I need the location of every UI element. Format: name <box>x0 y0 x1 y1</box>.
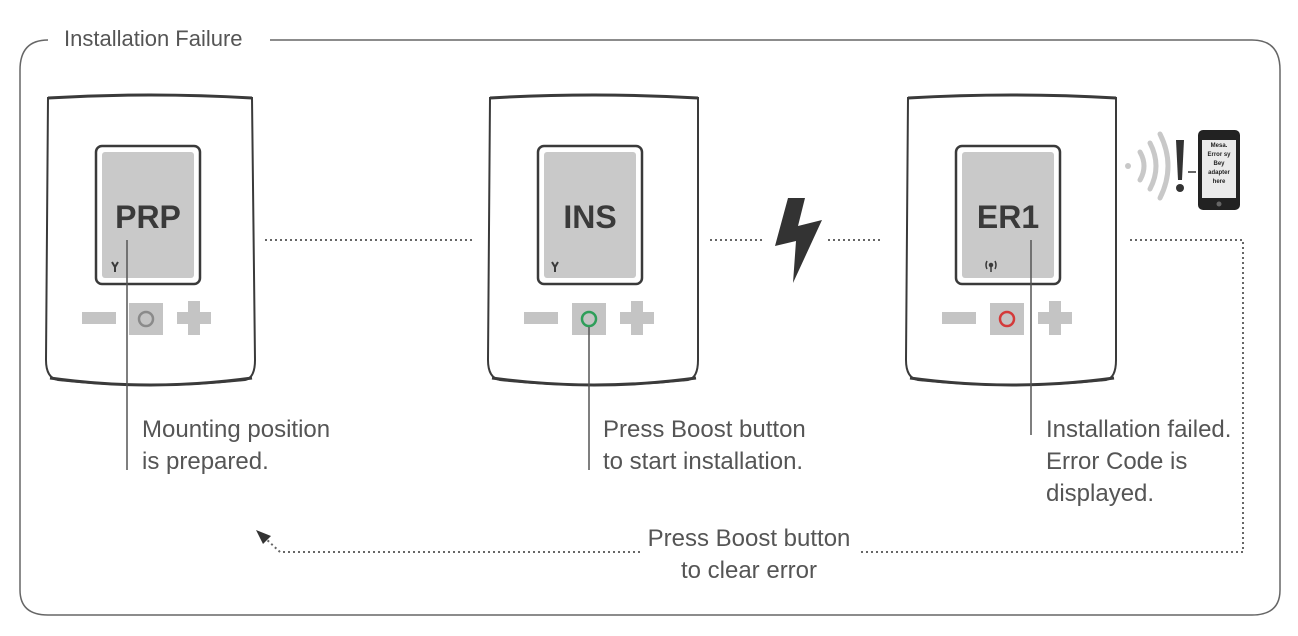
lcd-display-text: ER1 <box>976 199 1040 235</box>
minus-button[interactable] <box>82 312 116 324</box>
caption-line: to clear error <box>680 557 818 584</box>
clear-error-caption: Press Boost button to clear error <box>640 523 858 587</box>
boost-ring-icon <box>998 310 1016 328</box>
caption-line: Press Boost button <box>603 416 806 443</box>
thermostat-device-ins <box>486 93 699 387</box>
boost-ring-icon <box>580 310 598 328</box>
lcd-display-text: INS <box>563 199 617 235</box>
phone-line: Error sy <box>1207 152 1231 158</box>
boost-ring-icon <box>137 310 155 328</box>
diagram-title: Installation Failure <box>58 24 249 54</box>
phone-line: here <box>1212 179 1226 185</box>
plus-button[interactable] <box>1038 301 1072 335</box>
boost-button[interactable] <box>990 303 1024 335</box>
plus-button[interactable] <box>177 301 211 335</box>
caption-line: is prepared. <box>142 448 269 475</box>
phone-line: Bey <box>1213 161 1225 167</box>
lcd-display-text: PRP <box>115 199 181 235</box>
thermostat-device-er1 <box>904 93 1117 387</box>
phone-line: adapter <box>1208 170 1230 176</box>
minus-button[interactable] <box>524 312 558 324</box>
boost-button[interactable] <box>129 303 163 335</box>
exclamation-icon <box>1176 140 1184 192</box>
smartphone-icon <box>1198 130 1240 210</box>
return-path-dotted <box>850 239 1244 553</box>
minus-button[interactable] <box>942 312 976 324</box>
caption-line: Mounting position <box>142 416 331 443</box>
thermostat-device-prp <box>44 93 257 387</box>
diagram-frame <box>19 39 1281 616</box>
caption-line: Installation failed. <box>1046 416 1232 443</box>
return-path-dotted <box>264 537 640 553</box>
arrowhead-icon <box>256 530 271 544</box>
phone-screen-text: Mesa. Error sy Bey adapter here <box>1202 142 1236 187</box>
wrench-icon <box>551 261 559 272</box>
caption-step-1: Mounting position is prepared. <box>142 414 330 478</box>
wrench-icon <box>111 261 119 272</box>
caption-line: Press Boost button <box>647 525 851 552</box>
plus-button[interactable] <box>620 301 654 335</box>
caption-step-2: Press Boost button to start installation… <box>603 414 806 478</box>
radio-signal-icon <box>985 260 997 272</box>
caption-step-3: Installation failed. Error Code is displ… <box>1046 414 1231 510</box>
caption-line: to start installation. <box>603 448 804 475</box>
phone-line: Mesa. <box>1210 143 1228 149</box>
lightning-bolt-icon <box>775 198 822 283</box>
caption-line: Error Code is <box>1046 448 1188 475</box>
wireless-signal-icon <box>1125 131 1171 201</box>
caption-line: displayed. <box>1046 480 1155 507</box>
